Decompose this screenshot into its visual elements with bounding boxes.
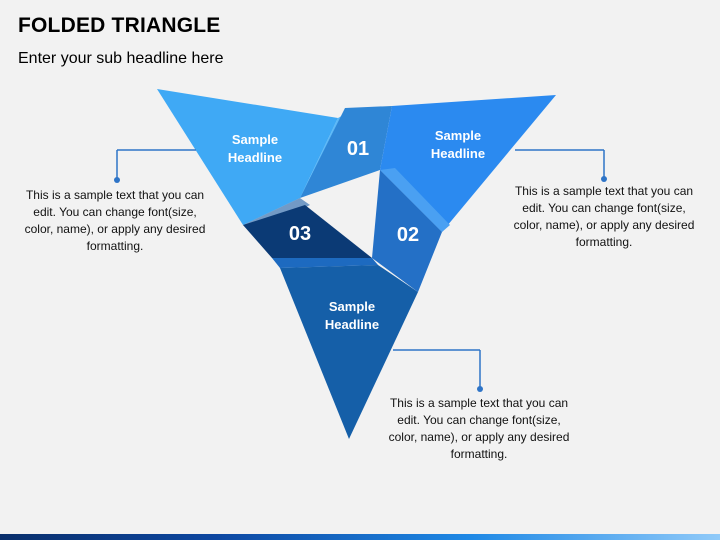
segment-3-number-panel[interactable] <box>243 205 372 258</box>
segment-1-headline-line1: Sample <box>232 132 278 147</box>
segment-1-description: This is a sample text that you can edit.… <box>24 188 206 253</box>
segment-3-headline-line2: Headline <box>325 317 379 332</box>
connector-3-dot <box>477 386 483 392</box>
segment-2-fold <box>380 168 450 232</box>
segment-2-headline-line2: Headline <box>431 146 485 161</box>
connector-2-dot <box>601 176 607 182</box>
segment-3-number: 03 <box>289 223 311 245</box>
segment-2-arm[interactable] <box>380 95 556 232</box>
segment-3-headline-line1: Sample <box>329 299 375 314</box>
segment-3-fold <box>272 258 378 268</box>
connector-1 <box>114 149 196 183</box>
page-subtitle: Enter your sub headline here <box>18 50 224 67</box>
segment-1-number-panel[interactable] <box>300 106 392 198</box>
segment-2-headline-line1: Sample <box>435 128 481 143</box>
segment-3-arm[interactable] <box>280 265 418 439</box>
connector-3 <box>393 349 483 392</box>
segment-2-description: This is a sample text that you can edit.… <box>513 184 695 249</box>
segment-3-description: This is a sample text that you can edit.… <box>388 396 570 461</box>
connector-2 <box>515 149 607 182</box>
segment-1-number: 01 <box>347 138 369 160</box>
connector-1-dot <box>114 177 120 183</box>
page-title: FOLDED TRIANGLE <box>18 14 221 37</box>
segment-2-number: 02 <box>397 224 419 246</box>
segment-2-number-panel[interactable] <box>372 170 442 292</box>
segment-1-arm[interactable] <box>157 89 338 225</box>
segment-1-headline-line2: Headline <box>228 150 282 165</box>
bottom-accent-bar <box>0 534 720 540</box>
